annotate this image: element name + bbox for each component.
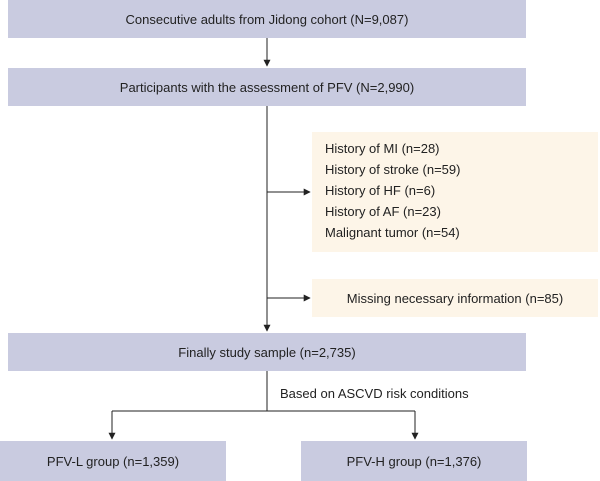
pfv-l-group-box: PFV-L group (n=1,359) <box>0 441 226 481</box>
missing-info-box: Missing necessary information (n=85) <box>312 279 598 317</box>
assessed-label: Participants with the assessment of PFV … <box>119 79 415 95</box>
exclusion-item: History of HF (n=6) <box>325 183 436 198</box>
pfv-h-group-label: PFV-H group (n=1,376) <box>346 453 482 469</box>
split-criteria-note: Based on ASCVD risk conditions <box>280 386 469 401</box>
final-sample-box: Finally study sample (n=2,735) <box>8 333 526 371</box>
pfv-h-group-box: PFV-H group (n=1,376) <box>301 441 527 481</box>
exclusion-item: Malignant tumor (n=54) <box>325 225 460 240</box>
assessed-box: Participants with the assessment of PFV … <box>8 68 526 106</box>
exclusion-item: History of stroke (n=59) <box>325 162 461 177</box>
pfv-l-group-label: PFV-L group (n=1,359) <box>46 453 180 469</box>
missing-info-label: Missing necessary information (n=85) <box>346 290 564 306</box>
exclusion-box: History of MI (n=28) History of stroke (… <box>312 132 598 252</box>
exclusion-item: History of AF (n=23) <box>325 204 441 219</box>
exclusion-item: History of MI (n=28) <box>325 141 440 156</box>
final-sample-label: Finally study sample (n=2,735) <box>178 344 356 360</box>
cohort-box: Consecutive adults from Jidong cohort (N… <box>8 0 526 38</box>
cohort-label: Consecutive adults from Jidong cohort (N… <box>125 11 409 27</box>
